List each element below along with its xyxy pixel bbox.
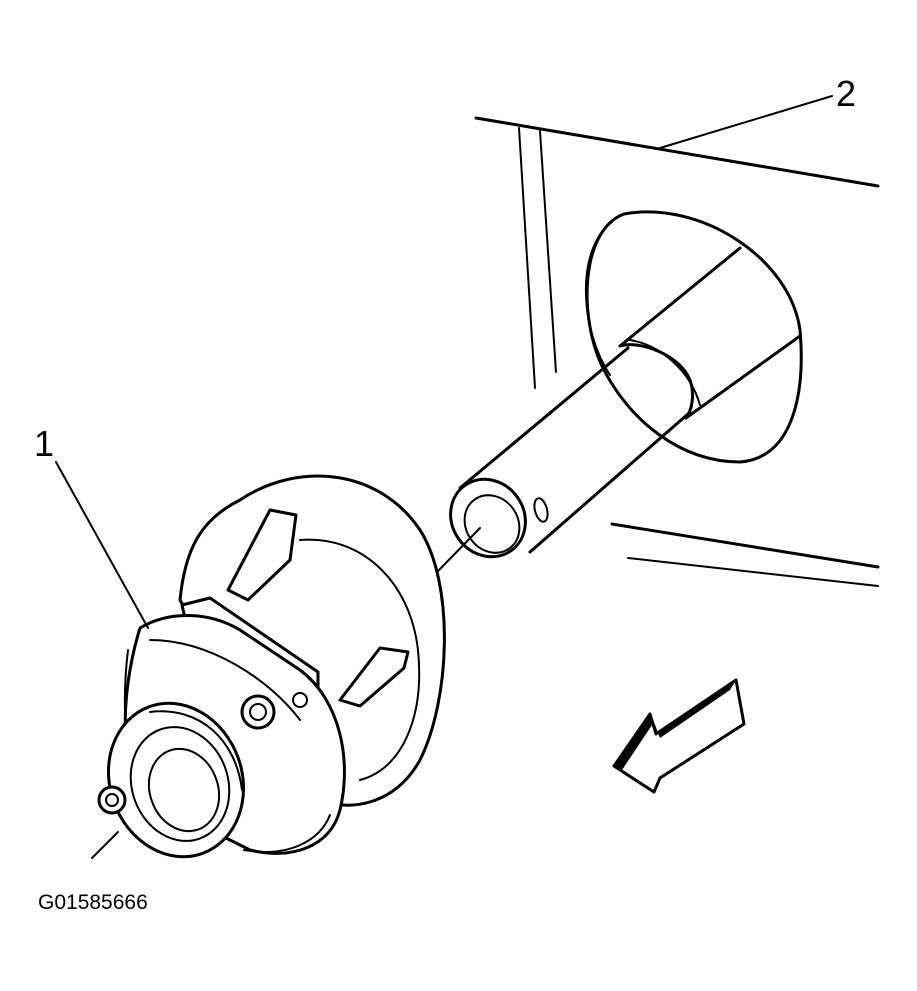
figure-code: G01585666 bbox=[38, 891, 148, 914]
callout-label-1: 1 bbox=[34, 423, 55, 464]
leader-line-2 bbox=[659, 95, 833, 149]
frame-panel bbox=[474, 116, 880, 587]
arrow-left-down-icon bbox=[612, 678, 746, 794]
frame-flange bbox=[584, 210, 803, 464]
callout-label-2: 2 bbox=[836, 73, 857, 114]
leader-lines bbox=[55, 95, 833, 629]
leader-line-1 bbox=[55, 461, 149, 629]
shaft bbox=[449, 246, 802, 559]
bolts bbox=[97, 692, 308, 815]
